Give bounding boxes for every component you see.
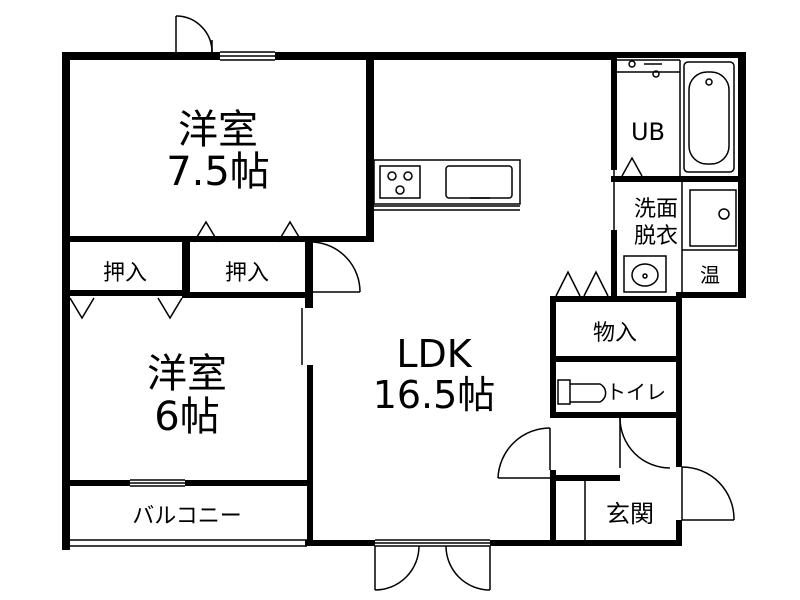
ldk-name: LDK [396, 332, 472, 376]
room-labels: 洋室 7.5帖 押入 押入 洋室 6帖 バルコニー LDK 16.5帖 UB 洗… [103, 107, 720, 529]
washroom-label-line2: 脱衣 [634, 224, 678, 249]
western-room-2-name: 洋室 [147, 351, 227, 397]
closet-1-label: 押入 [103, 261, 147, 286]
toilet-fixture [557, 379, 607, 405]
thin-lines [70, 51, 738, 547]
storage-label: 物入 [593, 321, 637, 346]
balcony-label: バルコニー [132, 504, 242, 529]
ldk-size: 16.5帖 [373, 373, 496, 417]
western-room-1-name: 洋室 [178, 107, 258, 153]
entrance-label: 玄関 [606, 500, 654, 528]
kitchen-counter [373, 159, 521, 211]
toilet-label: トイレ [606, 380, 666, 404]
bathtub [628, 60, 735, 173]
unit-bath-label: UB [631, 118, 665, 146]
closet-2-label: 押入 [225, 261, 269, 286]
door-swings [69, 15, 735, 591]
washroom-label-line1: 洗面 [634, 197, 678, 222]
water-heater-label: 温 [700, 263, 720, 287]
western-room-2-size: 6帖 [154, 394, 219, 440]
western-room-1-size: 7.5帖 [166, 149, 270, 195]
washbasin [623, 189, 737, 293]
